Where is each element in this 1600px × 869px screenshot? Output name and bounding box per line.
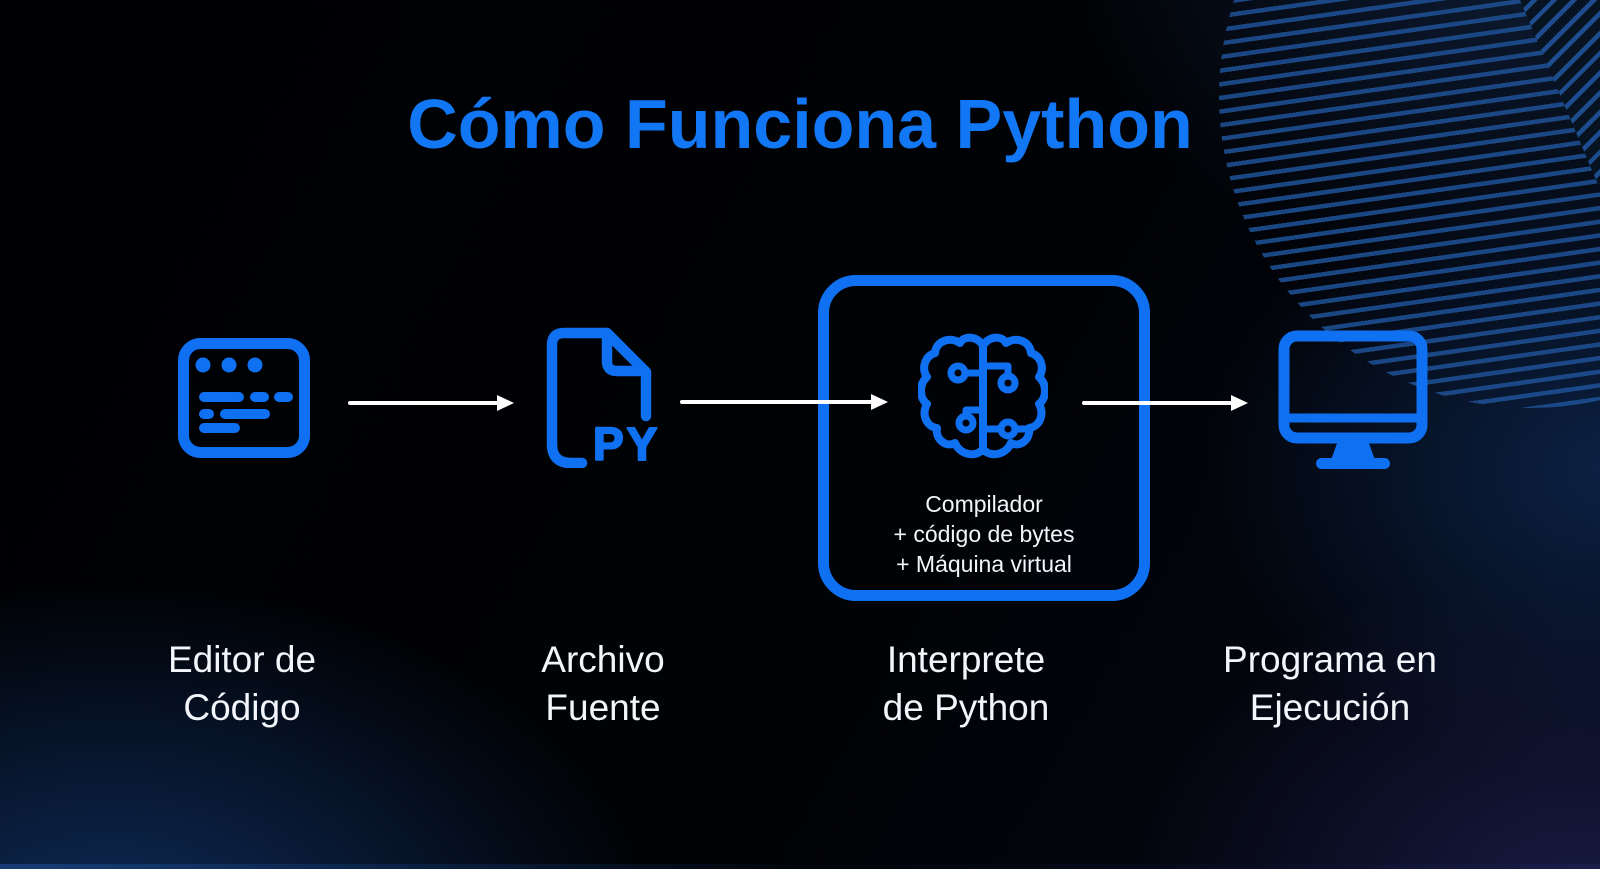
- arrow-head: [871, 393, 888, 410]
- stage-label-python-interpreter: Interprete de Python: [786, 636, 1146, 732]
- interpreter-box: Compilador + código de bytes + Máquina v…: [818, 275, 1150, 601]
- stage-label-line: Fuente: [545, 687, 661, 728]
- stage-label-line: Programa en: [1223, 639, 1437, 680]
- page-title: Cómo Funciona Python: [407, 85, 1193, 163]
- arrow-head: [1231, 394, 1248, 411]
- stage-label-line: Código: [183, 687, 301, 728]
- interpreter-detail-line: + Máquina virtual: [896, 551, 1072, 577]
- arrow-shaft: [348, 401, 500, 405]
- arrow-shaft: [680, 400, 874, 404]
- interpreter-detail-line: + código de bytes: [893, 521, 1075, 547]
- python-file-icon: PY: [546, 327, 660, 468]
- interpreter-details: Compilador + código de bytes + Máquina v…: [829, 489, 1139, 579]
- brain-icon: [918, 330, 1048, 467]
- stage-label-line: Interprete: [886, 639, 1046, 680]
- stage-label-line: Ejecución: [1249, 687, 1411, 728]
- arrow-shaft: [1082, 401, 1234, 405]
- code-editor-icon: [178, 338, 310, 458]
- py-badge-text: PY: [593, 418, 660, 468]
- arrow-head: [497, 394, 514, 411]
- stage-label-line: Editor de: [167, 639, 317, 680]
- stage-label-code-editor: Editor de Código: [62, 636, 422, 732]
- stage-label-running-program: Programa en Ejecución: [1150, 636, 1510, 732]
- interpreter-detail-line: Compilador: [925, 491, 1043, 517]
- stage-label-source-file: Archivo Fuente: [423, 636, 783, 732]
- stage-label-line: Archivo: [541, 639, 665, 680]
- bottom-edge-glow: [0, 864, 1600, 869]
- monitor-icon: [1278, 330, 1428, 469]
- stage-label-line: de Python: [882, 687, 1050, 728]
